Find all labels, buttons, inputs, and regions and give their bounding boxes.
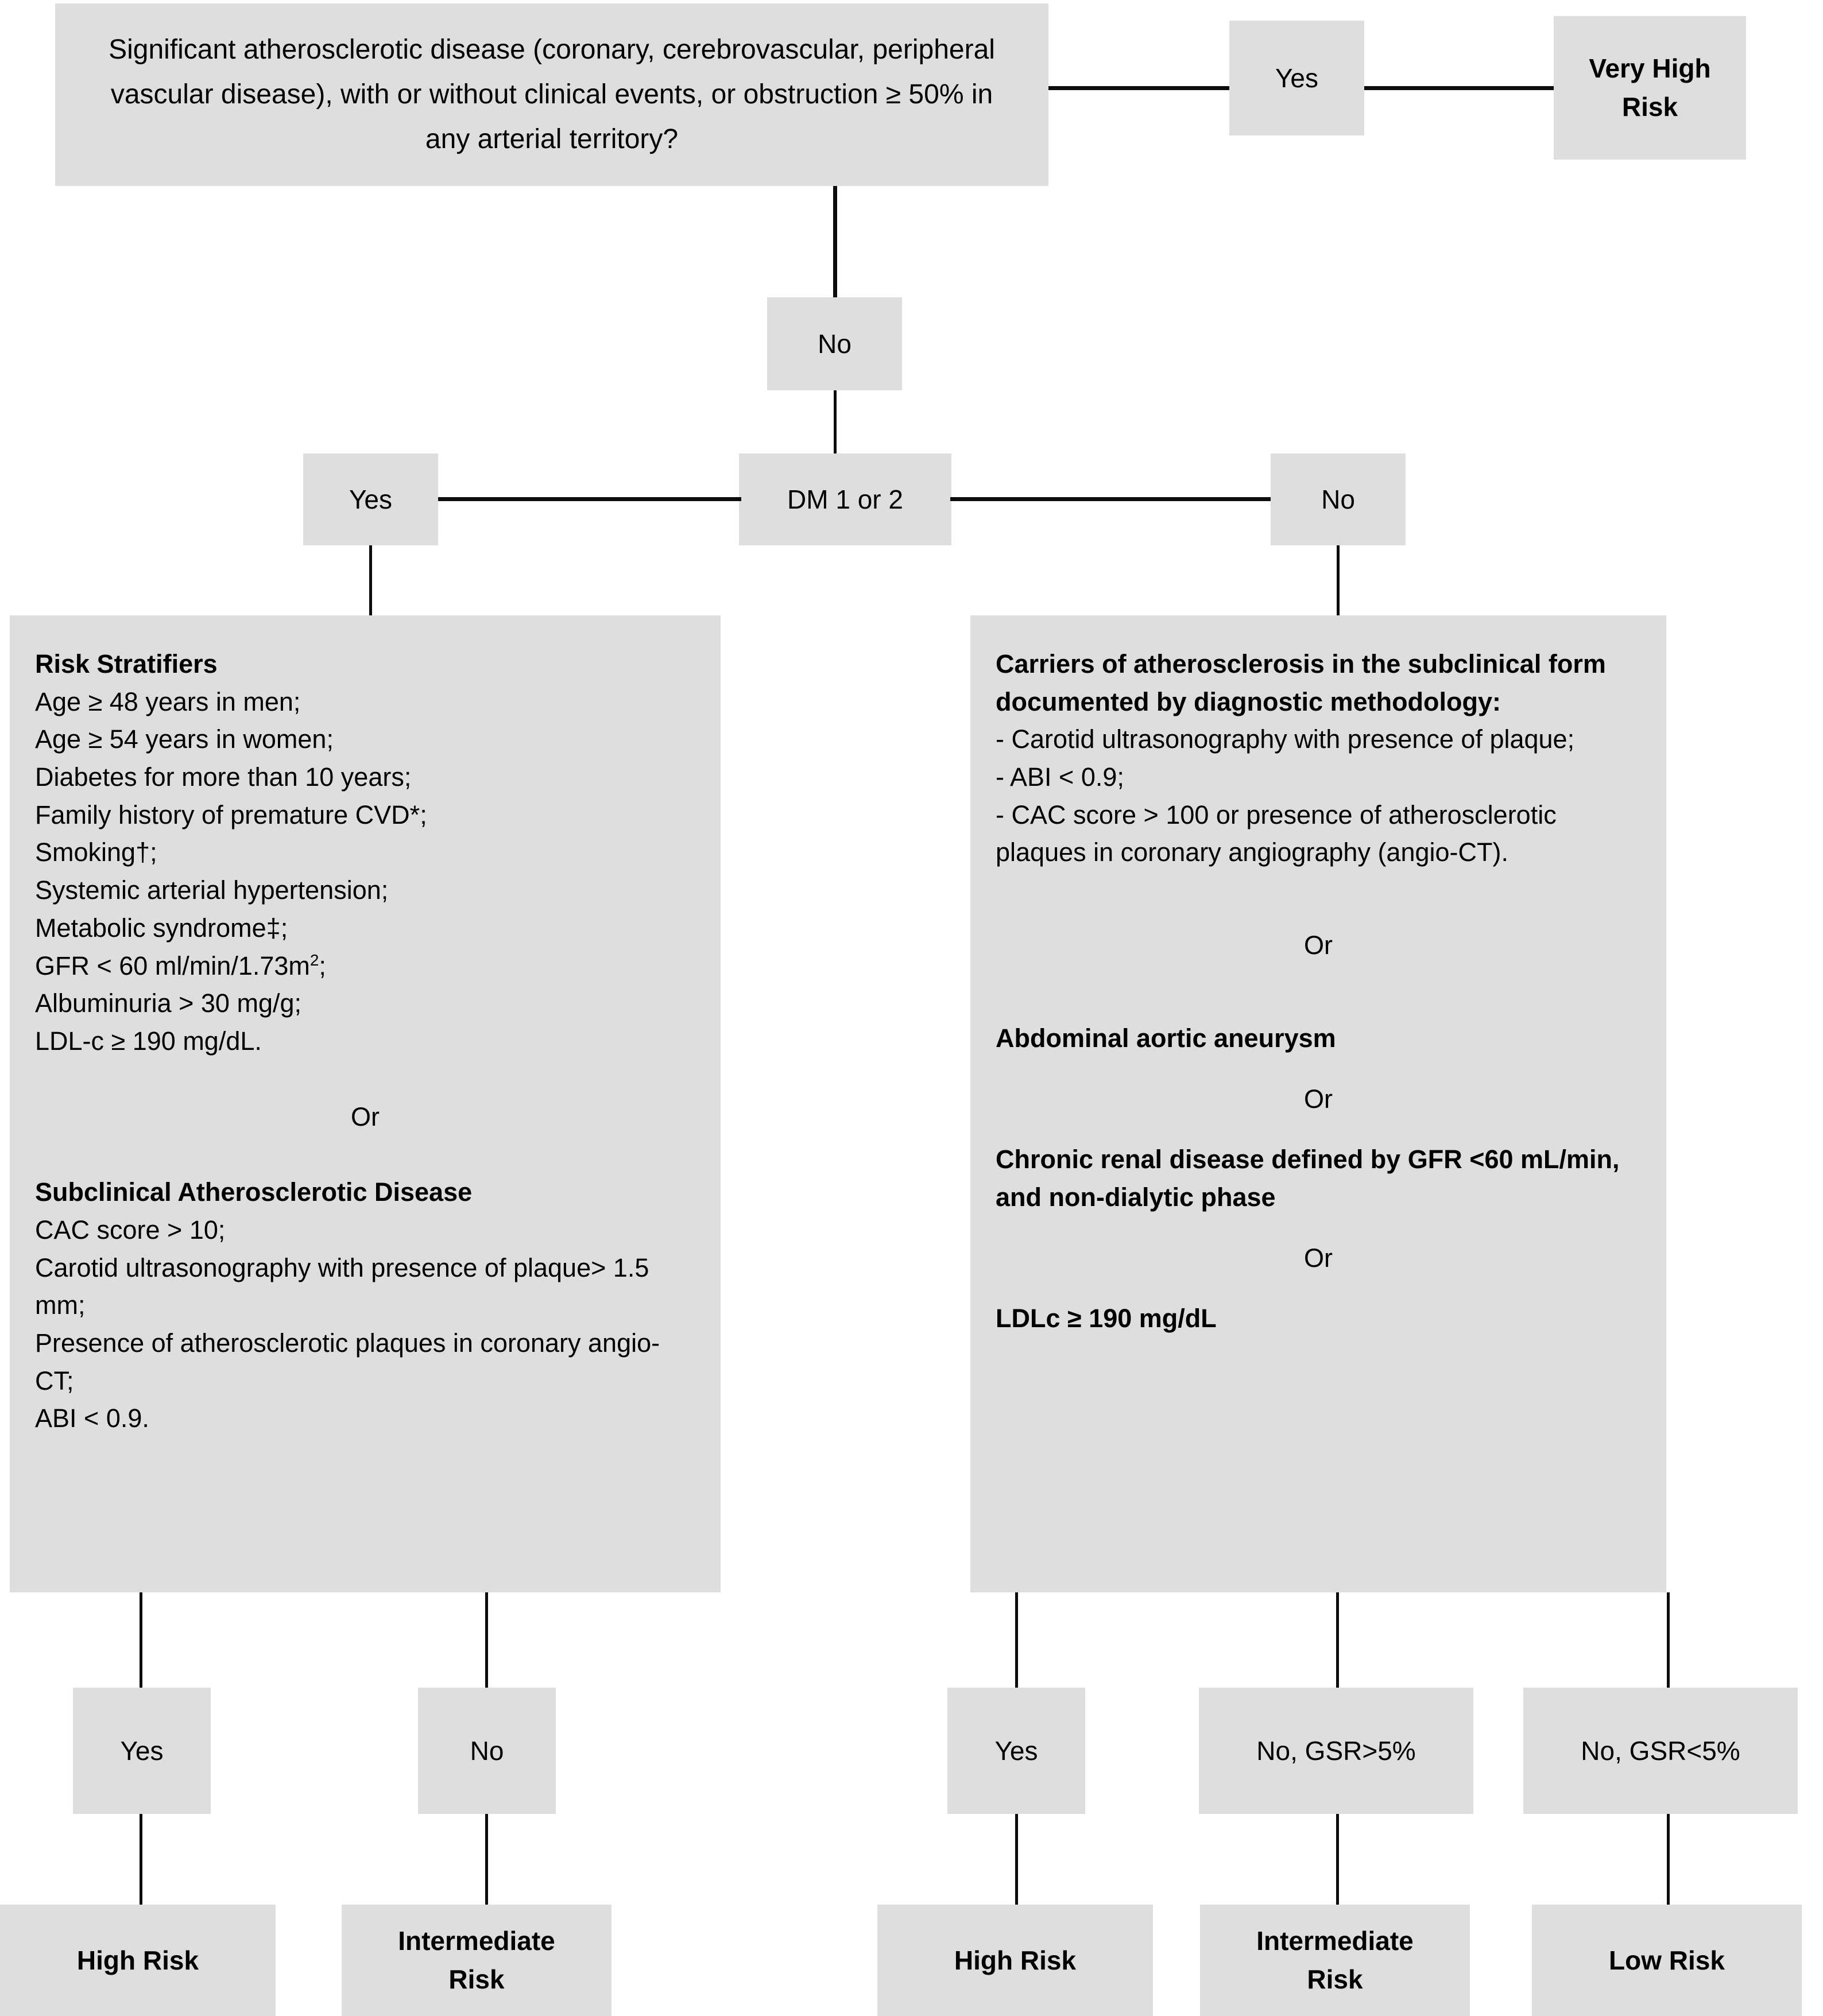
right-outcome-low-risk-box[interactable]: Low Risk (1532, 1905, 1802, 2016)
very-high-risk-box[interactable]: Very High Risk (1554, 16, 1746, 160)
left-outcome-high-risk-label: High Risk (76, 1945, 199, 1975)
right-outcome-intermediate-risk-box[interactable]: Intermediate Risk (1200, 1905, 1470, 2016)
left-criteria-panel[interactable]: Risk Stratifiers Age ≥ 48 years in men; … (10, 615, 721, 1592)
right-item-carotid-us: - Carotid ultrasonography with presence … (996, 724, 1575, 754)
right-spacer-2 (996, 964, 1641, 1019)
left-item-abi: ABI < 0.9. (35, 1404, 149, 1433)
connector-left-no-to-intermediate-risk (485, 1814, 488, 1906)
connector-right-panel-to-gsr-high (1336, 1592, 1339, 1691)
right-spacer-6 (996, 1277, 1641, 1300)
left-spacer-2 (35, 1135, 695, 1173)
root-question-box[interactable]: Significant atherosclerotic disease (cor… (55, 3, 1048, 186)
dm-question-label: DM 1 or 2 (787, 484, 903, 514)
right-outcome-high-risk-label: High Risk (954, 1945, 1077, 1975)
left-item-hypertension: Systemic arterial hypertension; (35, 875, 389, 905)
left-heading-subclinical: Subclinical Atherosclerotic Disease (35, 1177, 473, 1207)
dm-no-label: No (1321, 484, 1355, 514)
connector-left-panel-to-yes (140, 1592, 142, 1691)
dm-question-box[interactable]: DM 1 or 2 (739, 453, 951, 545)
right-outcome-high-risk-box[interactable]: High Risk (877, 1905, 1153, 2016)
right-outcome-low-risk-label: Low Risk (1609, 1945, 1725, 1975)
right-heading-aaa: Abdominal aortic aneurysm (996, 1023, 1336, 1053)
right-heading-ckd: Chronic renal disease defined by GFR <60… (996, 1145, 1627, 1212)
left-outcome-intermediate-risk-label: Intermediate Risk (398, 1926, 555, 1994)
root-no-box[interactable]: No (767, 297, 902, 390)
connector-no-to-dm (834, 390, 837, 459)
connector-right-gsr-high-to-intermediate-risk (1336, 1814, 1339, 1906)
right-outcome-intermediate-risk-label: Intermediate Risk (1256, 1926, 1414, 1994)
connector-right-panel-to-gsr-low (1667, 1592, 1670, 1691)
right-criteria-panel[interactable]: Carriers of atherosclerosis in the subcl… (970, 615, 1666, 1592)
right-or-3: Or (1304, 1243, 1333, 1273)
connector-root-to-no (833, 186, 837, 298)
left-item-smoking: Smoking†; (35, 838, 157, 867)
left-heading-risk-stratifiers: Risk Stratifiers (35, 649, 218, 679)
left-answer-no-box[interactable]: No (418, 1688, 556, 1814)
right-answer-yes-box[interactable]: Yes (947, 1688, 1085, 1814)
left-item-albuminuria: Albuminuria > 30 mg/g; (35, 988, 301, 1018)
connector-yes-to-very-high-risk (1364, 86, 1554, 90)
connector-right-gsr-low-to-low-risk (1667, 1814, 1670, 1906)
right-answer-gsr-low-label: No, GSR<5% (1581, 1735, 1740, 1766)
right-item-cac-score: - CAC score > 100 or presence of atheros… (996, 800, 1564, 867)
connector-root-to-yes (1048, 86, 1229, 90)
left-or-1: Or (351, 1102, 380, 1131)
connector-left-panel-to-no (485, 1592, 488, 1691)
root-no-label: No (818, 328, 851, 359)
right-item-abi: - ABI < 0.9; (996, 762, 1124, 792)
dm-yes-label: Yes (349, 484, 393, 514)
right-answer-gsr-high-box[interactable]: No, GSR>5% (1199, 1688, 1473, 1814)
left-item-cac-score: CAC score > 10; (35, 1215, 226, 1245)
connector-dm-to-yes (438, 497, 741, 501)
connector-right-panel-to-yes (1015, 1592, 1018, 1691)
left-outcome-high-risk-box[interactable]: High Risk (0, 1905, 276, 2016)
right-spacer-5 (996, 1216, 1641, 1239)
left-item-ldl-c: LDL-c ≥ 190 mg/dL. (35, 1026, 262, 1056)
left-answer-yes-label: Yes (120, 1735, 164, 1766)
dm-no-box[interactable]: No (1271, 453, 1406, 545)
connector-right-yes-to-high-risk (1015, 1814, 1018, 1906)
left-spacer-1 (35, 1060, 695, 1098)
right-heading-ldlc: LDLc ≥ 190 mg/dL (996, 1304, 1217, 1333)
right-spacer-3 (996, 1057, 1641, 1080)
connector-dm-to-no (950, 497, 1272, 501)
very-high-risk-label: Very High Risk (1589, 53, 1711, 122)
left-item-diabetes-duration: Diabetes for more than 10 years; (35, 762, 412, 792)
right-spacer-4 (996, 1118, 1641, 1141)
left-item-age-women: Age ≥ 54 years in women; (35, 724, 334, 754)
dm-yes-box[interactable]: Yes (303, 453, 438, 545)
right-answer-yes-label: Yes (994, 1735, 1038, 1766)
left-answer-no-label: No (470, 1735, 504, 1766)
left-outcome-intermediate-risk-box[interactable]: Intermediate Risk (342, 1905, 611, 2016)
root-yes-box[interactable]: Yes (1229, 21, 1364, 135)
right-spacer-1 (996, 871, 1641, 926)
root-question-text: Significant atherosclerotic disease (cor… (109, 34, 995, 154)
right-or-1: Or (1304, 931, 1333, 960)
connector-dm-yes-to-left-panel (369, 545, 372, 617)
left-item-gfr: GFR < 60 ml/min/1.73m2; (35, 951, 326, 980)
left-item-metabolic-syndrome: Metabolic syndrome‡; (35, 913, 288, 943)
left-item-family-history: Family history of premature CVD*; (35, 800, 427, 829)
right-or-2: Or (1304, 1084, 1333, 1114)
right-answer-gsr-low-box[interactable]: No, GSR<5% (1523, 1688, 1798, 1814)
right-heading-carriers: Carriers of atherosclerosis in the subcl… (996, 649, 1613, 716)
root-yes-label: Yes (1275, 63, 1319, 93)
left-item-age-men: Age ≥ 48 years in men; (35, 687, 301, 716)
left-answer-yes-box[interactable]: Yes (73, 1688, 211, 1814)
left-item-coronary-angio-ct: Presence of atherosclerotic plaques in c… (35, 1328, 660, 1395)
connector-dm-no-to-right-panel (1337, 545, 1340, 617)
right-answer-gsr-high-label: No, GSR>5% (1256, 1735, 1416, 1766)
left-item-carotid-us: Carotid ultrasonography with presence of… (35, 1253, 656, 1320)
connector-left-yes-to-high-risk (140, 1814, 142, 1906)
